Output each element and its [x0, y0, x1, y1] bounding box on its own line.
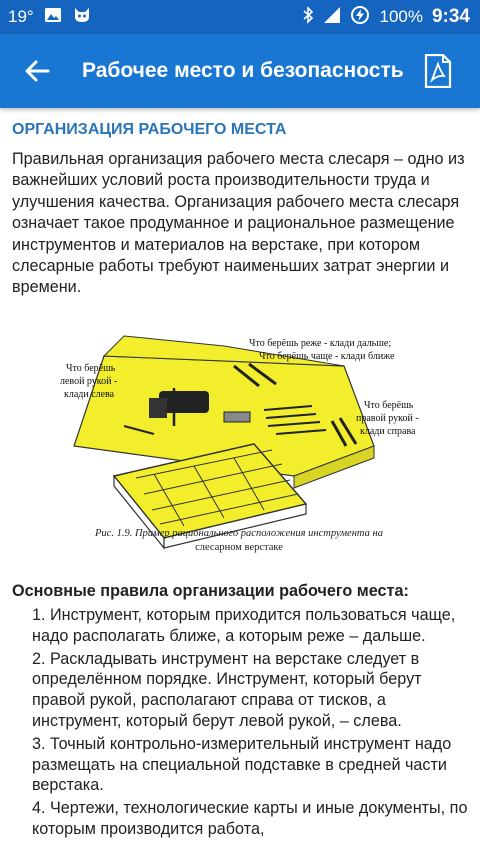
label-left-1: Что берёшь — [66, 363, 116, 374]
caption-line-2: слесарном верстаке — [195, 542, 283, 553]
workbench-illustration: Что берёшь реже - клади дальше; Что берё… — [60, 335, 419, 550]
label-top-2: Что берёшь чаще - клади ближе — [259, 351, 395, 362]
list-item: 2. Раскладывать инструмент на верстаке с… — [32, 649, 422, 730]
list-item: 4. Чертежи, технологические карты и иные… — [32, 799, 468, 838]
list-item: 1. Инструмент, которым приходится пользо… — [32, 606, 456, 645]
list-item: 3. Точный контрольно-измерительный инстр… — [32, 734, 452, 795]
cat-app-icon — [72, 6, 92, 29]
intro-paragraph: Правильная организация рабочего места сл… — [12, 150, 465, 297]
label-right-1: Что берёшь — [364, 400, 414, 411]
rules-title: Основные правила организации рабочего ме… — [12, 582, 409, 600]
battery-text: 100% — [379, 7, 423, 26]
caption-line-1: Рис. 1.9. Пример рационального расположе… — [95, 528, 383, 539]
temperature-text: 19° — [8, 7, 34, 26]
arrow-left-icon — [25, 60, 50, 82]
signal-icon — [323, 6, 341, 29]
app-bar: Рабочее место и безопасность — [0, 34, 480, 108]
status-bar: 19° 100% 9:34 — [0, 0, 480, 34]
label-left-2: левой рукой - — [60, 376, 117, 387]
label-right-3: клади справа — [360, 426, 416, 437]
data-saver-icon — [350, 5, 370, 30]
pdf-button[interactable] — [418, 51, 458, 91]
clock-text: 9:34 — [431, 6, 470, 27]
label-top-1: Что берёшь реже - клади дальше; — [249, 338, 391, 349]
bluetooth-icon — [302, 5, 314, 29]
label-right-2: правой рукой - — [356, 413, 419, 424]
section-title: ОРГАНИЗАЦИЯ РАБОЧЕГО МЕСТА — [12, 121, 287, 138]
pdf-file-icon — [424, 54, 452, 88]
label-left-3: клади слева — [64, 389, 115, 400]
back-button[interactable] — [18, 52, 56, 90]
figure-caption: Рис. 1.9. Пример рационального расположе… — [44, 527, 434, 555]
article-content[interactable]: ОРГАНИЗАЦИЯ РАБОЧЕГО МЕСТА Правильная ор… — [0, 108, 480, 854]
gallery-icon — [44, 7, 62, 28]
rules-list: 1. Инструмент, которым приходится пользо… — [32, 605, 472, 842]
page-title: Рабочее место и безопасность — [82, 59, 404, 82]
